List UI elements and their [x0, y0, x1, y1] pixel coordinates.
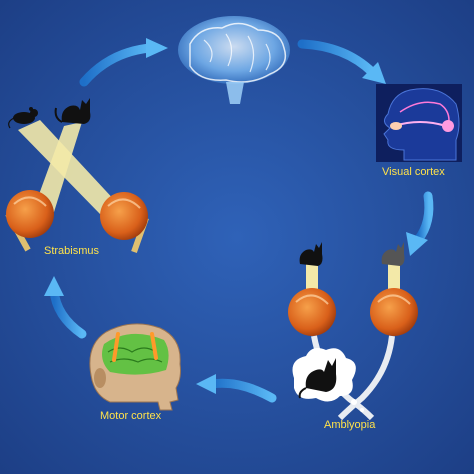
arrow-right [406, 191, 434, 256]
arrow-top-right [297, 39, 386, 84]
cat-icon [381, 242, 405, 266]
label-motor-cortex: Motor cortex [100, 410, 162, 422]
label-visual-cortex: Visual cortex [382, 166, 445, 178]
arrow-bottom [196, 374, 277, 403]
strabismus-eye-left [5, 190, 54, 252]
strabismus-light-beams [18, 120, 118, 214]
cat-icon [54, 98, 91, 124]
strabismus-eye-right [100, 192, 149, 253]
amblyopia-eye-left [288, 288, 336, 336]
label-strabismus: Strabismus [44, 245, 100, 257]
amblyopia-eye-right [370, 288, 418, 336]
cat-icon [299, 242, 323, 266]
motor-cortex-head-icon [89, 323, 181, 411]
label-amblyopia: Amblyopia [324, 419, 376, 431]
mouse-icon [8, 107, 38, 129]
brain-icon [178, 16, 290, 104]
visual-cortex-head-icon [376, 84, 462, 162]
arrow-left [44, 276, 87, 339]
thought-cloud-icon [292, 348, 364, 412]
arrow-top-left [79, 38, 168, 87]
